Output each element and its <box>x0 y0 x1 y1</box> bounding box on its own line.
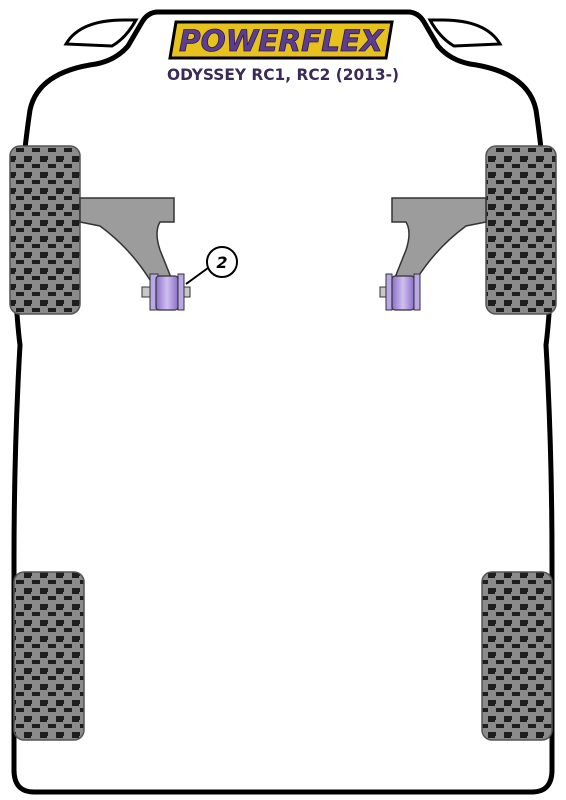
right-a-pillar <box>427 18 503 48</box>
callout-2: 2 <box>185 246 238 285</box>
car-body-outline <box>11 9 555 795</box>
left-a-pillar <box>63 18 139 48</box>
front-right-tyre <box>485 145 557 315</box>
callout-number: 2 <box>216 253 227 272</box>
front-left-arm-bush <box>141 273 191 311</box>
rear-left-tyre <box>13 571 85 741</box>
front-right-arm-bush <box>379 273 421 311</box>
vehicle-title: ODYSSEY RC1, RC2 (2013-) <box>167 65 399 84</box>
logo-text: POWERFLEX <box>179 24 385 58</box>
front-left-tyre <box>9 145 81 315</box>
powerflex-logo: POWERFLEX <box>168 20 394 60</box>
rear-right-tyre <box>481 571 553 741</box>
